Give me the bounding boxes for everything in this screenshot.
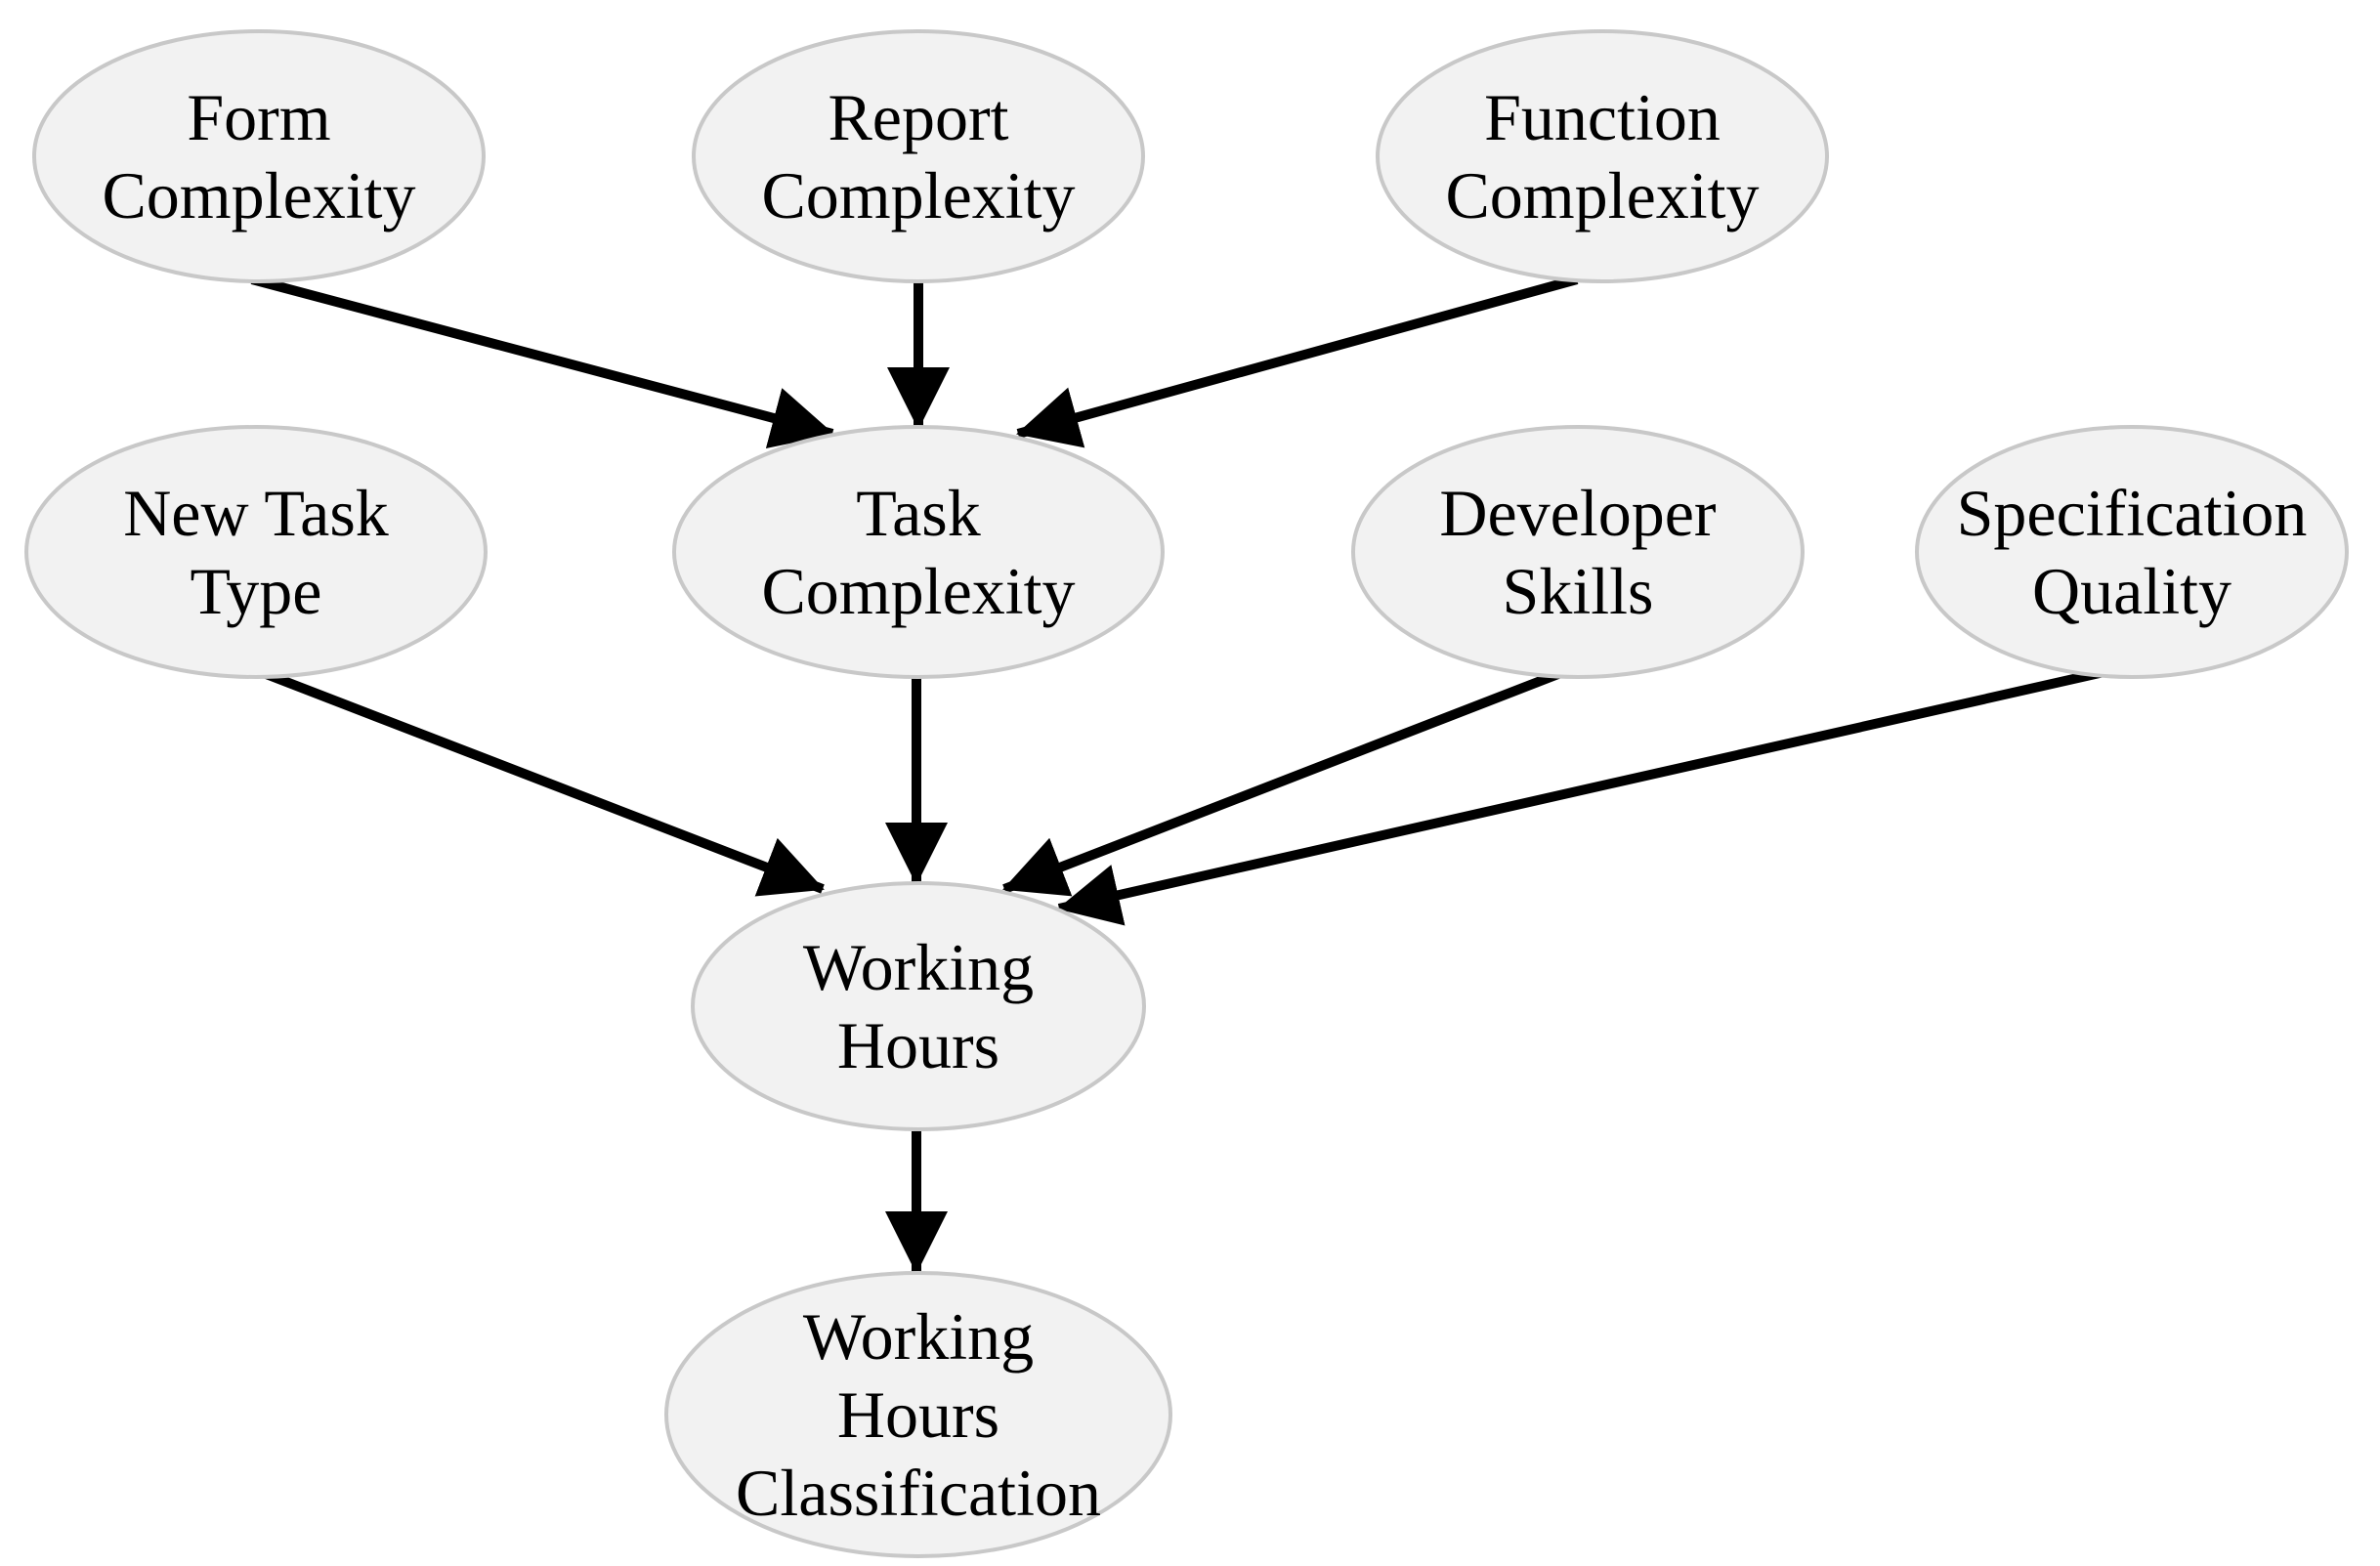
node-report-complexity-ellipse xyxy=(692,29,1145,283)
node-label-line: Hours xyxy=(837,1008,999,1082)
edge-specification-quality-to-working-hours xyxy=(1057,665,2114,926)
node-label-line: Complexity xyxy=(761,158,1075,233)
node-label-line: Function xyxy=(1484,80,1721,154)
node-label-line: Skills xyxy=(1503,554,1654,628)
node-label-line: Complexity xyxy=(102,158,415,233)
node-label-line: Hours xyxy=(837,1377,999,1452)
node-form-complexity-ellipse xyxy=(32,29,486,283)
node-label-line: Complexity xyxy=(1445,158,1759,233)
node-label-line: Task xyxy=(856,476,980,550)
node-label-line: New Task xyxy=(123,476,389,550)
node-label-line: Complexity xyxy=(761,554,1075,628)
node-specification-quality-ellipse xyxy=(1915,425,2349,679)
node-new-task-type-ellipse xyxy=(24,425,488,679)
node-label-line: Working xyxy=(803,1299,1034,1374)
node-function-complexity-ellipse xyxy=(1376,29,1829,283)
node-label-line: Report xyxy=(828,80,1008,154)
edge-layer xyxy=(250,275,2114,1274)
node-label-line: Type xyxy=(191,554,322,628)
node-label-line: Working xyxy=(803,930,1034,1004)
node-label-line: Classification xyxy=(736,1456,1101,1530)
node-working-hours-classification-ellipse xyxy=(664,1271,1172,1558)
edge-developer-skills-to-working-hours xyxy=(1002,667,1565,897)
node-label-line: Specification xyxy=(1957,476,2308,550)
node-working-hours-ellipse xyxy=(691,881,1146,1131)
node-label-line: Quality xyxy=(2032,554,2231,628)
node-label-line: Developer xyxy=(1439,476,1717,550)
node-developer-skills-ellipse xyxy=(1351,425,1805,679)
edge-function-complexity-to-task-complexity xyxy=(1016,275,1579,448)
node-label-line: Form xyxy=(187,80,330,154)
edge-form-complexity-to-task-complexity xyxy=(250,275,834,448)
node-task-complexity-ellipse xyxy=(672,425,1165,679)
edge-new-task-type-to-working-hours xyxy=(254,665,825,897)
